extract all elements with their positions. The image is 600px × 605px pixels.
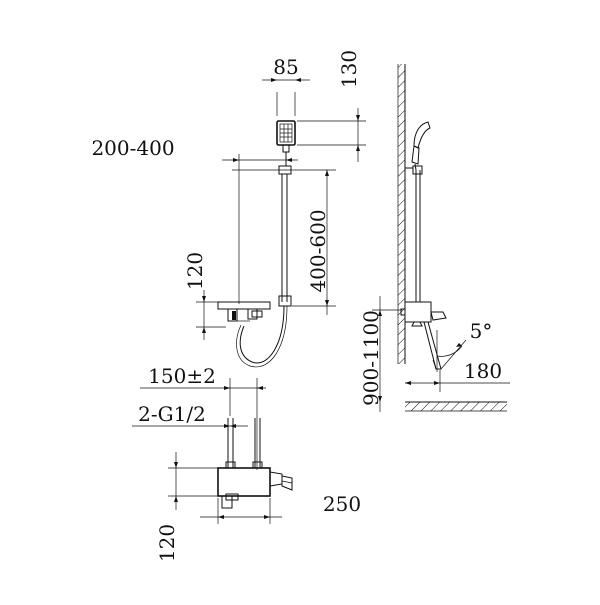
dim-label-body-width: 250 — [323, 492, 361, 516]
side-shower-head — [411, 121, 431, 171]
dim-valve-height: 120 — [183, 252, 226, 340]
dim-label-valve-height: 120 — [183, 252, 207, 290]
mixer-valve — [217, 301, 271, 322]
dim-rail-offset: 200-400 — [91, 136, 298, 304]
dim-inlet-spacing: 150±2 — [140, 364, 266, 470]
dim-label-spout-reach: 180 — [464, 359, 502, 383]
dim-label-body-height: 120 — [155, 524, 179, 562]
dim-label-head-width: 85 — [273, 55, 298, 79]
dim-head-width: 85 — [262, 55, 310, 116]
front-view: 85 130 200-400 400-600 — [91, 50, 366, 368]
dim-mount-height: 900-1100 — [359, 296, 402, 412]
dim-label-head-height: 130 — [337, 50, 361, 88]
dim-label-rail-offset: 200-400 — [91, 136, 174, 160]
dim-label-mount-height: 900-1100 — [359, 310, 383, 406]
leader-inlet-thread: 2-G1/2 — [132, 402, 248, 428]
wall-section — [397, 64, 406, 364]
shower-hose — [239, 305, 285, 364]
dim-rail-length: 400-600 — [232, 169, 336, 315]
slide-rail — [278, 165, 292, 307]
dim-label-inlet-spacing: 150±2 — [148, 364, 216, 388]
dim-label-inlet-thread: 2-G1/2 — [138, 402, 206, 426]
shower-head — [276, 120, 296, 166]
floor-section — [405, 401, 507, 412]
dim-body-height: 120 — [155, 452, 222, 562]
dim-label-rail-length: 400-600 — [306, 209, 330, 292]
dim-head-height: 130 — [297, 50, 366, 162]
valve-detail-view: 150±2 2-G1/2 250 120 — [132, 364, 361, 562]
dim-body-width: 250 — [200, 492, 361, 524]
side-valve — [400, 301, 447, 370]
dim-spout-angle: 5° — [436, 319, 493, 372]
dim-spout-reach: 180 — [405, 359, 510, 392]
dim-label-spout-angle: 5° — [470, 319, 493, 343]
side-view: 5° 180 900-1100 — [359, 64, 510, 412]
